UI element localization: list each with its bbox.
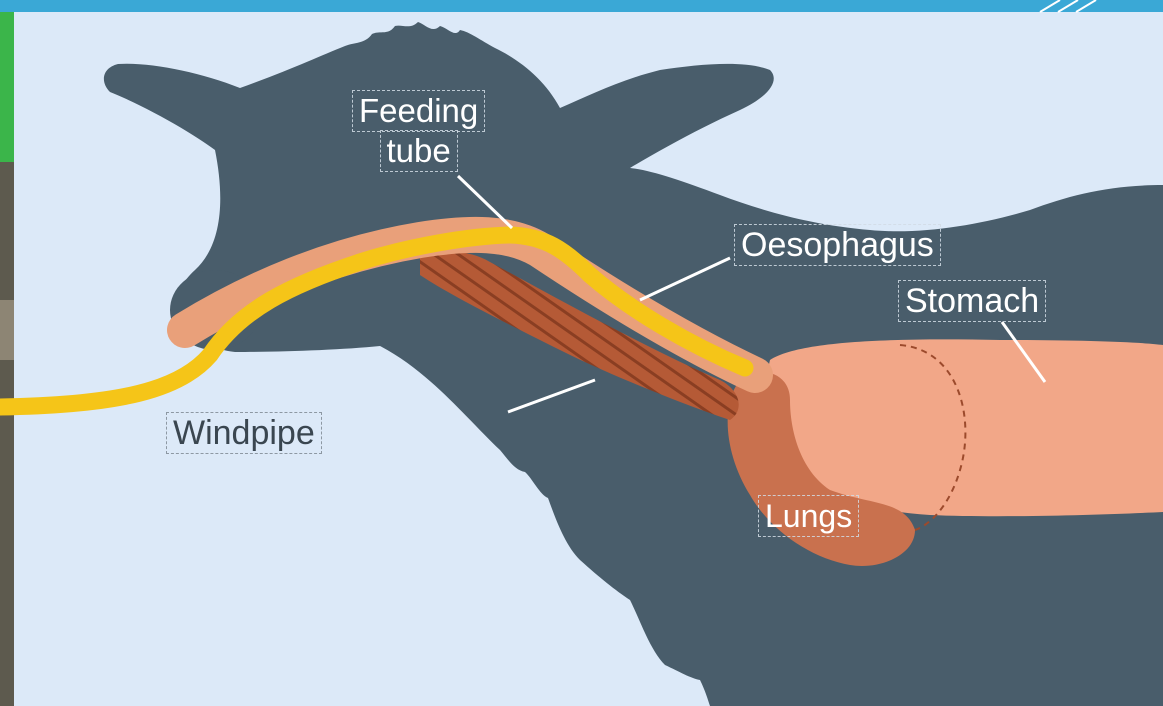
windpipe-label: Windpipe: [166, 412, 322, 454]
stomach-label: Stomach: [898, 280, 1046, 322]
feeding-tube-label-group: Feeding tube: [352, 90, 485, 174]
feeding-tube-label-line2: tube: [380, 130, 458, 172]
left-strip-photo: [0, 162, 14, 706]
top-bar: [0, 0, 1163, 12]
feeding-tube-label-line1: Feeding: [352, 90, 485, 132]
left-strip-photo-detail: [0, 300, 14, 360]
lungs-label: Lungs: [758, 495, 859, 537]
oesophagus-label: Oesophagus: [734, 224, 941, 266]
left-strip-green: [0, 12, 14, 162]
